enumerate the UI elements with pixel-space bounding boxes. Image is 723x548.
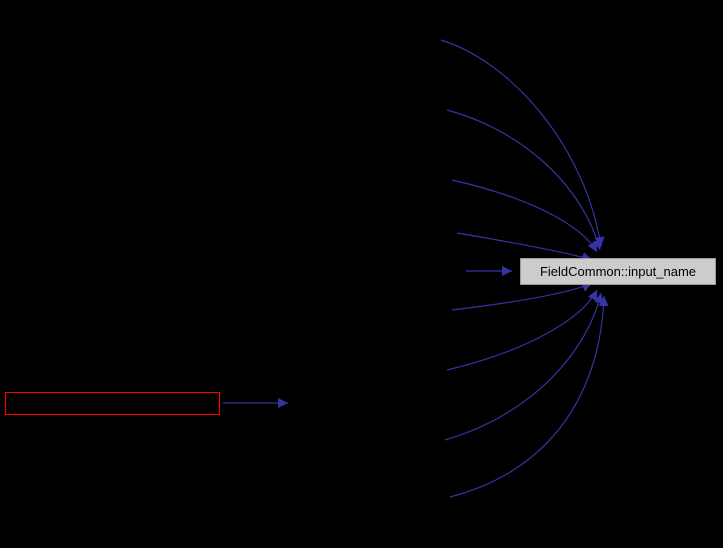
graph-edge: [451, 282, 593, 311]
graph-edge-group: [223, 39, 609, 498]
graph-edge: [446, 289, 598, 371]
target-node-fieldcommon-input-name: FieldCommon::input_name: [520, 258, 716, 285]
caller-node[interactable]: [5, 392, 220, 415]
graph-edge: [449, 295, 609, 498]
graph-edge: [440, 39, 605, 248]
target-node-label: FieldCommon::input_name: [539, 264, 697, 279]
graph-edge: [444, 292, 604, 441]
graph-edge: [456, 232, 593, 262]
graph-edge: [446, 109, 603, 251]
graph-edge: [451, 179, 598, 253]
